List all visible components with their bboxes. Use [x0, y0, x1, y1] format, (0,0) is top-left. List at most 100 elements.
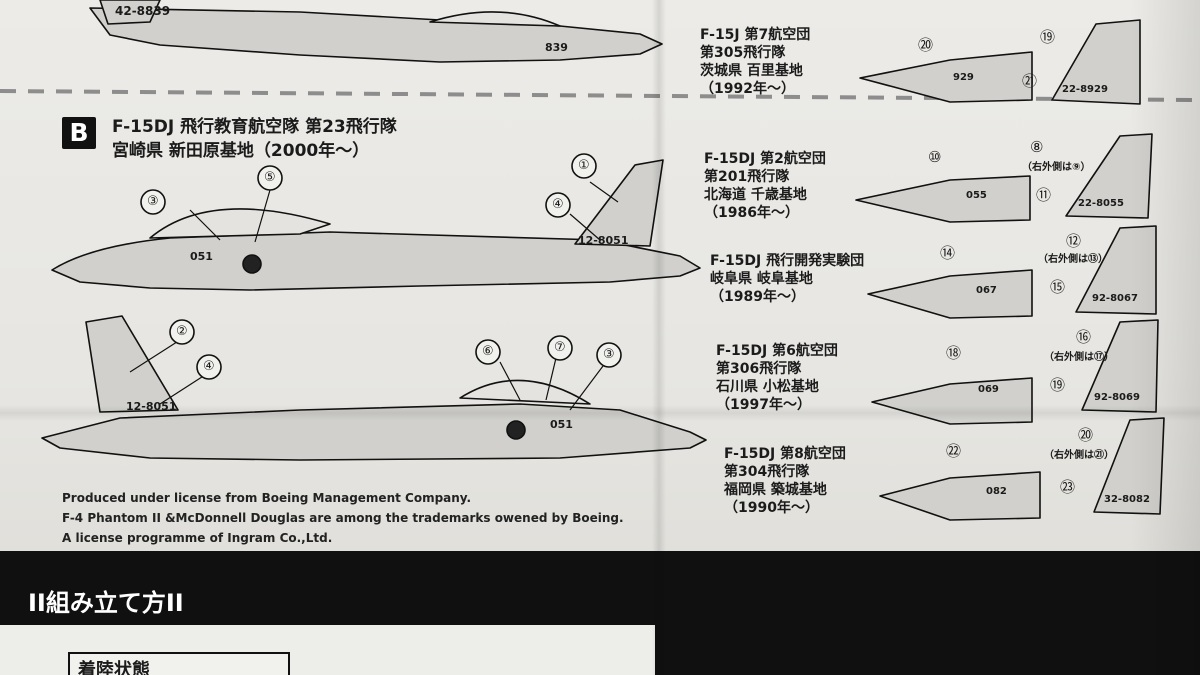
tail-serial: 92-8067	[1092, 293, 1138, 304]
main-aircraft-lower-roundel	[506, 420, 526, 440]
leader-line	[159, 374, 206, 405]
callout-number: ㉑	[1022, 72, 1038, 90]
top-aircraft-tail	[99, 0, 161, 25]
section-title: F-15DJ 飛行教育航空隊 第23飛行隊	[112, 117, 397, 137]
section-subtitle: 宮崎県 新田原基地（2000年～）	[112, 141, 370, 161]
unit-label-1: F-15J 第7航空団第305飛行隊茨城県 百里基地（1992年～）	[700, 27, 811, 97]
callout-marker	[596, 342, 622, 368]
upper-tail-serial: 12-8051	[578, 234, 629, 247]
lower-nose-number: 051	[550, 418, 573, 431]
leader-line	[569, 213, 601, 241]
top-aircraft-nose-number: 839	[545, 41, 568, 54]
callout-marker	[140, 189, 166, 215]
side-note: （右外側は⑬）	[1038, 254, 1108, 265]
callout-number: ④	[203, 359, 215, 374]
callout-number: ⑳	[1078, 426, 1094, 444]
main-aircraft-upper-tail	[574, 159, 664, 247]
nose-number: 082	[986, 486, 1007, 497]
paper-fold-vertical	[652, 0, 666, 675]
nose-055	[855, 175, 1031, 223]
callout-number: ⑲	[1050, 376, 1066, 394]
side-note: （右外側は⑰）	[1044, 352, 1114, 363]
callout-number: ③	[147, 194, 159, 209]
landing-state-box: 着陸状態	[68, 652, 290, 675]
tail-serial: 92-8069	[1094, 392, 1140, 403]
main-aircraft-lower-canopy	[459, 379, 591, 405]
paper-fold-horizontal	[0, 405, 1200, 421]
callout-number: ②	[176, 324, 188, 339]
tail-8069	[1081, 319, 1159, 413]
callout-number: ㉒	[946, 442, 962, 460]
leader-line	[589, 181, 619, 203]
callout-number: ⑳	[918, 36, 934, 54]
main-aircraft-upper-canopy	[149, 208, 331, 239]
section-divider	[0, 89, 1200, 102]
license-line-1: Produced under license from Boeing Manag…	[62, 491, 472, 505]
callout-marker	[547, 335, 573, 361]
callout-marker	[196, 354, 222, 380]
side-note: （右外側は㉑）	[1044, 450, 1114, 461]
lower-tail-serial: 12-8051	[126, 400, 177, 413]
nose-067	[867, 269, 1033, 319]
unit-label-2: F-15DJ 第2航空団第201飛行隊北海道 千歳基地（1986年～）	[704, 151, 826, 221]
landing-state-label: 着陸状態	[78, 660, 150, 675]
callout-number: ③	[603, 347, 615, 362]
callout-number: ⑦	[554, 340, 566, 355]
callout-number: ⑫	[1066, 232, 1082, 250]
nose-082	[879, 471, 1041, 521]
tail-serial: 32-8082	[1104, 494, 1150, 505]
unit-label-3: F-15DJ 飛行開発実験団岐阜県 岐阜基地（1989年～）	[710, 253, 865, 305]
callout-number: ⑭	[940, 244, 956, 262]
nose-number: 929	[953, 72, 974, 83]
leader-line	[189, 209, 221, 241]
tail-8082	[1093, 417, 1165, 515]
callout-number: ㉓	[1060, 478, 1076, 496]
callout-number: ⑪	[1036, 186, 1052, 204]
side-note: （右外側は⑨）	[1022, 162, 1091, 173]
callout-number: ①	[578, 158, 590, 173]
section-badge: B	[62, 117, 96, 149]
callout-number: ⑮	[1050, 278, 1066, 296]
license-line-2: F-4 Phantom II &McDonnell Douglas are am…	[62, 511, 624, 525]
main-aircraft-upper-fuselage	[51, 231, 701, 291]
leader-line	[499, 361, 521, 401]
nose-929	[859, 51, 1033, 103]
upper-nose-number: 051	[190, 250, 213, 263]
callout-marker	[257, 165, 283, 191]
tail-8067	[1075, 225, 1157, 315]
main-aircraft-upper-roundel	[242, 254, 262, 274]
callout-number: ⑲	[1040, 28, 1056, 46]
callout-marker	[475, 339, 501, 365]
callout-marker	[571, 153, 597, 179]
assembly-title: II組み立て方II	[28, 589, 184, 617]
callout-number: ④	[552, 197, 564, 212]
paper-shadow	[1130, 0, 1200, 675]
top-aircraft-fuselage	[89, 7, 663, 63]
callout-number: ⑱	[946, 344, 962, 362]
callout-number: ⑥	[482, 344, 494, 359]
main-aircraft-lower-tail	[85, 315, 179, 413]
license-line-3: A license programme of Ingram Co.,Ltd.	[62, 531, 333, 545]
tail-8929	[1051, 19, 1141, 105]
nose-number: 055	[966, 190, 987, 201]
leader-line	[569, 361, 607, 411]
nose-number: 067	[976, 285, 997, 296]
leader-line	[254, 189, 271, 243]
leader-line	[129, 339, 181, 373]
nose-069	[871, 377, 1033, 425]
tail-serial: 22-8929	[1062, 84, 1108, 95]
unit-label-5: F-15DJ 第8航空団第304飛行隊福岡県 築城基地（1990年～）	[724, 446, 846, 516]
top-aircraft-serial: 42-8839	[115, 4, 171, 18]
tail-8055	[1065, 133, 1153, 219]
leader-line	[545, 357, 557, 401]
callout-marker	[169, 319, 195, 345]
callout-number: ⑩	[928, 148, 942, 166]
callout-number: ⑤	[264, 170, 276, 185]
tail-serial: 22-8055	[1078, 198, 1124, 209]
main-aircraft-lower-fuselage	[41, 403, 707, 461]
callout-marker	[545, 192, 571, 218]
top-aircraft-canopy	[429, 11, 561, 27]
